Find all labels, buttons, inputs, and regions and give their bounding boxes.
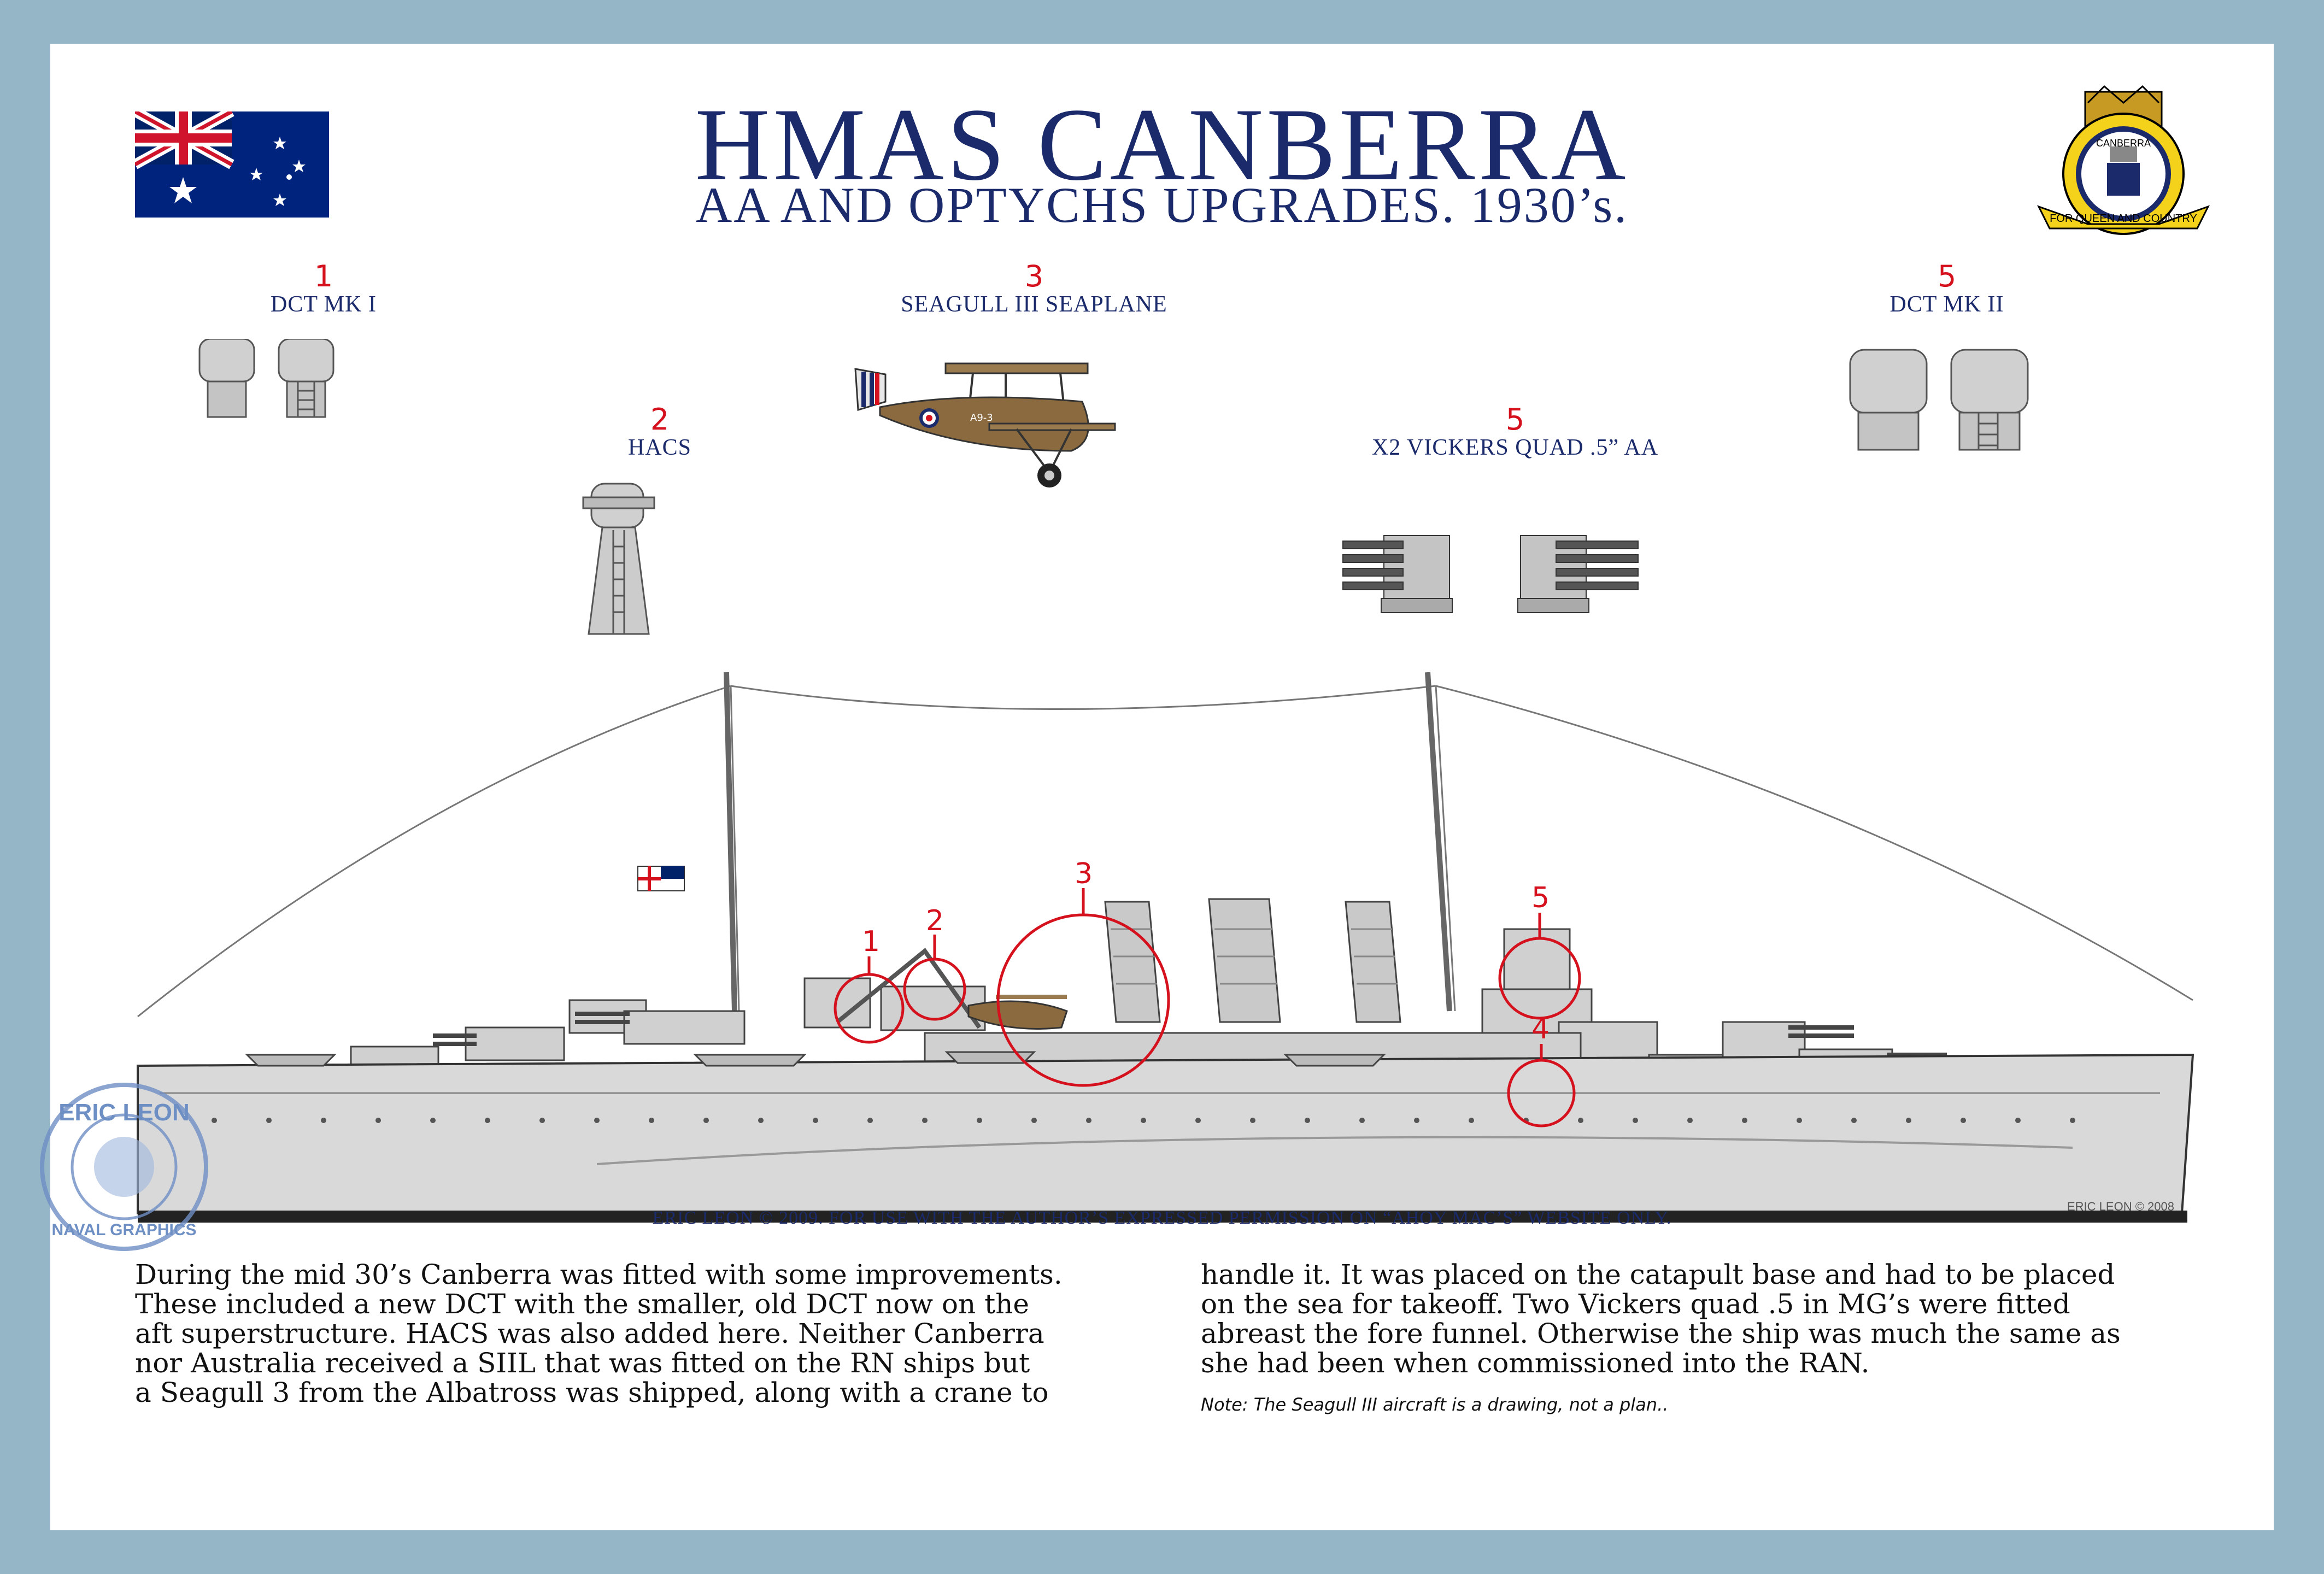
copyright-line: ERIC LEON © 2009. FOR USE WITH THE AUTHO… — [652, 1208, 1672, 1228]
stamp-bottom-text: NAVAL GRAPHICS — [51, 1221, 196, 1239]
item-number: 5 — [1505, 402, 1525, 437]
eric-leon-stamp: ERIC LEON NAVAL GRAPHICS — [40, 1083, 208, 1251]
description-line: abreast the fore funnel. Otherwise the s… — [1201, 1318, 2121, 1349]
vickers-quad-drawing — [1342, 535, 1639, 613]
seagull-seaplane-drawing: A9-3 — [854, 362, 1116, 488]
description-line: nor Australia received a SIIL that was f… — [135, 1347, 1030, 1379]
crest-motto: FOR QUEEN AND COUNTRY — [2050, 213, 2197, 225]
ship-marker-1: 1 — [862, 925, 880, 958]
ship-marker-2: 2 — [926, 905, 944, 937]
dct-mk1-drawing — [198, 339, 334, 418]
item-5-dct: 5 DCT MK II — [1810, 259, 2084, 318]
item-number: 5 — [1937, 259, 1957, 293]
ship-marker-4: 4 — [1531, 1013, 1550, 1046]
dct-mk2-drawing — [1849, 349, 2029, 451]
description-line: handle it. It was placed on the catapult… — [1201, 1259, 2115, 1290]
item-number: 1 — [314, 259, 333, 293]
page-title: HMAS CANBERRA — [695, 87, 1629, 202]
australian-flag — [135, 111, 329, 218]
item-2: 2 HACS — [570, 402, 750, 461]
description-line: aft superstructure. HACS was also added … — [135, 1318, 1044, 1349]
item-3: 3 SEAGULL III SEAPLANE — [826, 259, 1242, 318]
item-label: HACS — [627, 435, 692, 460]
description-line: These included a new DCT with the smalle… — [135, 1288, 1030, 1320]
description-left: During the mid 30’s Canberra was fitted … — [135, 1260, 1173, 1407]
ship-marker-5: 5 — [1531, 882, 1550, 914]
crest-name: CANBERRA — [2096, 138, 2151, 149]
aircraft-code: A9-3 — [970, 412, 993, 424]
item-1: 1 DCT MK I — [225, 259, 422, 318]
ship-signature: ERIC LEON © 2008 — [2067, 1200, 2174, 1213]
item-5-vickers: 5 X2 VICKERS QUAD .5” AA — [1307, 402, 1723, 461]
description-right: handle it. It was placed on the catapult… — [1201, 1260, 2239, 1419]
stamp-top-text: ERIC LEON — [58, 1099, 190, 1126]
description-line: on the sea for takeoff. Two Vickers quad… — [1201, 1288, 2070, 1320]
item-label: SEAGULL III SEAPLANE — [901, 292, 1167, 317]
item-number: 2 — [650, 402, 670, 437]
ship-profile-drawing: 1 2 3 4 5 ERIC LEON © 2008 — [137, 672, 2194, 1223]
item-label: DCT MK I — [271, 292, 377, 317]
aircraft-note: Note: The Seagull III aircraft is a draw… — [1201, 1394, 1669, 1415]
description-line: During the mid 30’s Canberra was fitted … — [135, 1259, 1063, 1290]
ship-crest: CANBERRA FOR QUEEN AND COUNTRY — [2037, 85, 2210, 235]
page-subtitle: AA AND OPTYCHS UPGRADES. 1930’s. — [695, 177, 1629, 233]
item-label: DCT MK II — [1889, 292, 2004, 317]
item-number: 3 — [1024, 259, 1044, 293]
ship-marker-3: 3 — [1075, 858, 1093, 890]
description-line: she had been when commissioned into the … — [1201, 1347, 1870, 1379]
description-line: a Seagull 3 from the Albatross was shipp… — [135, 1377, 1049, 1408]
item-label: X2 VICKERS QUAD .5” AA — [1371, 435, 1659, 460]
hacs-drawing — [582, 483, 655, 635]
poster-sheet: HMAS CANBERRA AA AND OPTYCHS UPGRADES. 1… — [40, 44, 2274, 1530]
